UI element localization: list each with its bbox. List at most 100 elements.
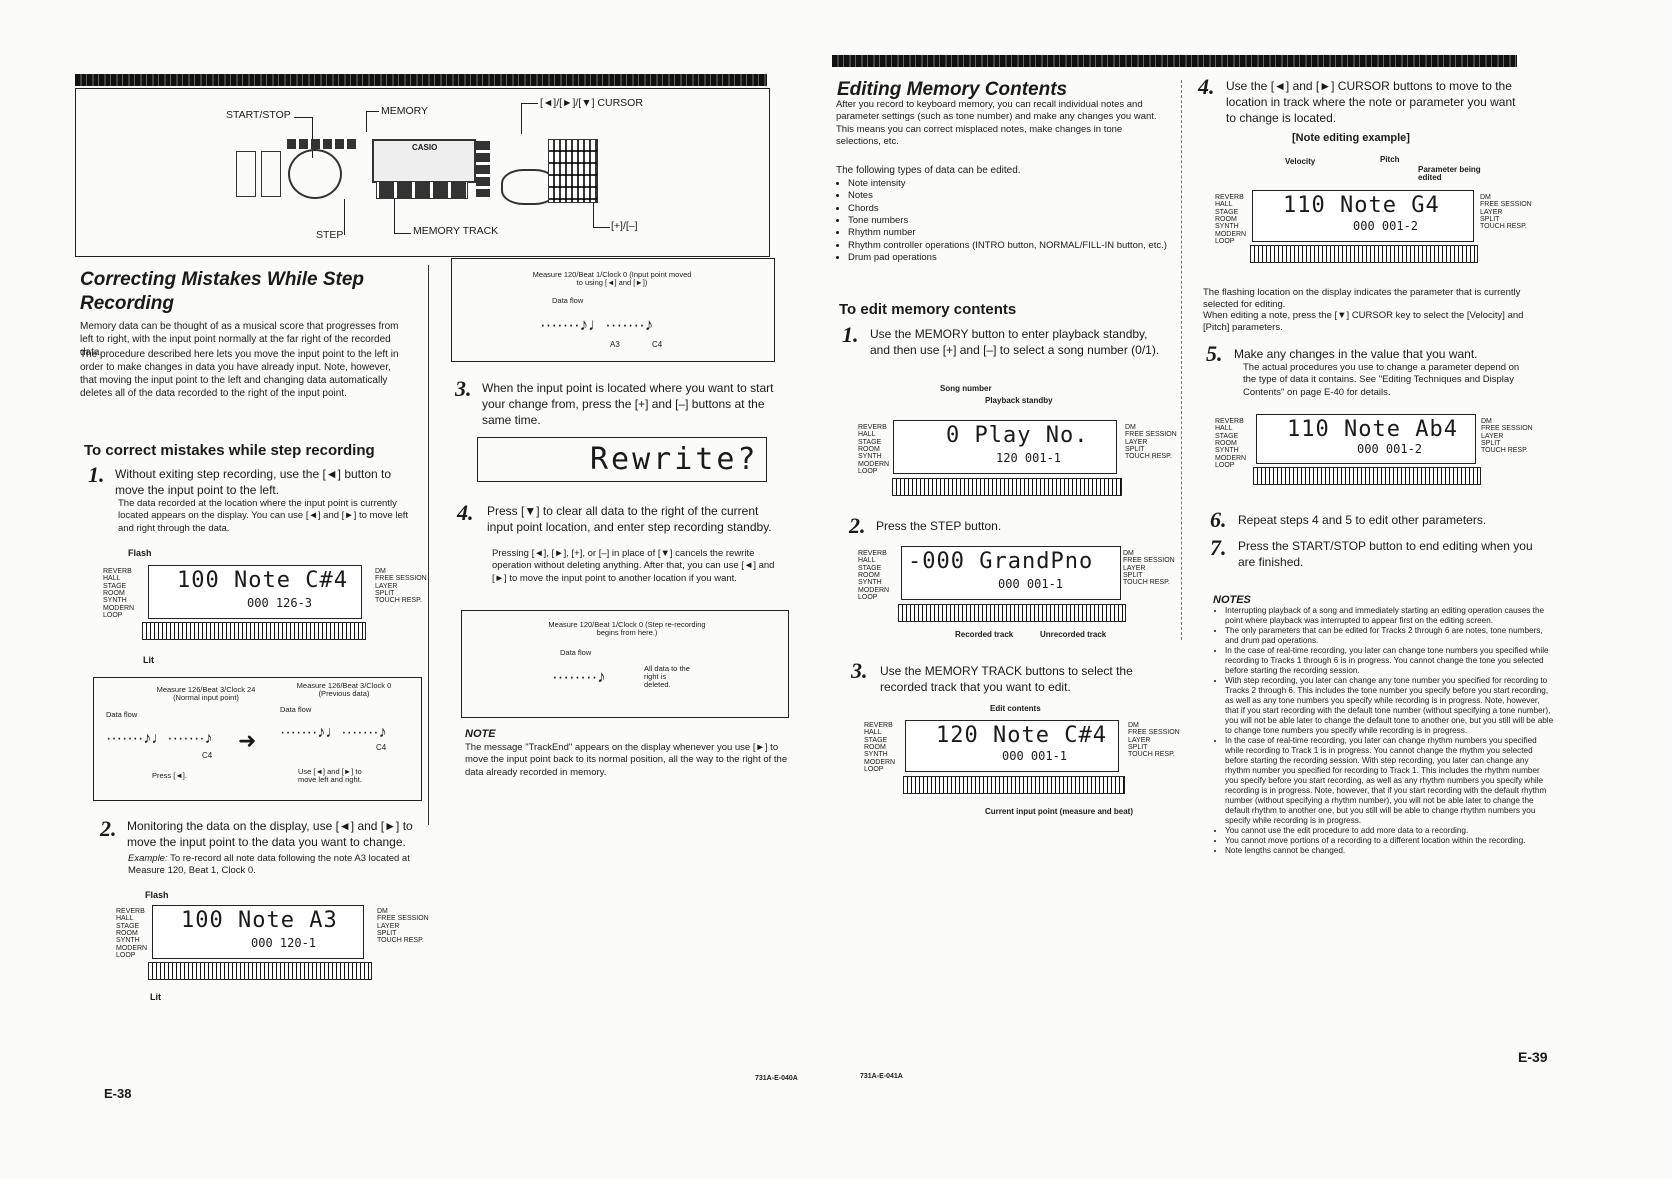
note-item: You cannot move portions of a recording … — [1225, 836, 1555, 846]
number-keypad — [548, 139, 598, 203]
button-row — [287, 139, 357, 149]
edit-contents-label: Edit contents — [990, 704, 1041, 713]
editable-type-item: Note intensity — [848, 178, 1168, 190]
step-number: 3. — [851, 658, 868, 683]
lcd-display: -000 GrandPno 000 001-1 — [901, 546, 1121, 600]
edit-step-5-text: Make any changes in the value that you w… — [1234, 347, 1478, 361]
intro-paragraph-1: Memory data can be thought of as a music… — [80, 321, 399, 358]
unrecorded-track-label: Unrecorded track — [1040, 630, 1107, 639]
notes-heading: NOTES — [1213, 594, 1251, 606]
note-item: In the case of real-time recording, you … — [1225, 646, 1555, 676]
a3-label: A3 — [610, 340, 620, 349]
subheading-edit-memory: To edit memory contents — [839, 301, 1017, 318]
example-title: [Note editing example] — [1292, 132, 1410, 144]
header-band-right — [832, 55, 1517, 67]
leader-line — [593, 199, 610, 228]
editable-type-item: Drum pad operations — [848, 252, 1168, 264]
example-body: To re-record all note data following the… — [128, 853, 410, 877]
flash-explanation: The flashing location on the display ind… — [1203, 287, 1521, 311]
column-divider — [1181, 80, 1182, 640]
page-number-left: E-38 — [104, 1086, 132, 1101]
lcd-main-text: 100 Note C#4 — [177, 568, 348, 593]
diagram-left-title: Measure 126/Beat 3/Clock 24 (Normal inpu… — [156, 685, 256, 702]
note-sequence: ········♪ — [552, 667, 606, 686]
edit-step-4-text: Use the [◄] and [►] CURSOR buttons to mo… — [1226, 79, 1516, 126]
leader-line — [294, 117, 313, 158]
lcd-main-text: 120 Note C#4 — [936, 723, 1107, 748]
editable-type-item: Chords — [848, 203, 1168, 215]
note-item: With step recording, you later can chang… — [1225, 676, 1555, 736]
lcd-sub-text: 120 001-1 — [996, 451, 1062, 465]
footer-code-right: 731A-E-041A — [860, 1073, 903, 1080]
parameter-label: Parameter being edited — [1418, 165, 1481, 183]
edit-step-1-text: Use the MEMORY button to enter playback … — [870, 327, 1160, 358]
note-sequence: ·······♪♩·······♪ — [280, 724, 387, 741]
label-memory: MEMORY — [381, 105, 429, 117]
step-number: 1. — [842, 322, 859, 347]
section-title-editing: Editing Memory Contents — [837, 79, 1068, 100]
subheading-correct-mistakes: To correct mistakes while step recording — [84, 442, 375, 459]
keyboard-graphic — [148, 962, 372, 980]
edit-step-2-text: Press the STEP button. — [876, 519, 1002, 533]
deleted-label: All data to the right is deleted. — [644, 664, 690, 689]
rewrite-text: Rewrite? — [590, 442, 759, 477]
editing-intro: After you record to keyboard memory, you… — [836, 99, 1157, 148]
playback-standby-label: Playback standby — [985, 396, 1053, 405]
input-point-diagram: Measure 120/Beat 1/Clock 0 (Input point … — [451, 258, 775, 362]
side-buttons — [476, 141, 490, 197]
step-number: 7. — [1210, 535, 1227, 560]
diagram-right-title: Measure 126/Beat 3/Clock 0 (Previous dat… — [296, 681, 392, 698]
recorded-track-label: Recorded track — [955, 630, 1014, 639]
label-memory-track: MEMORY TRACK — [413, 225, 499, 237]
keyboard-graphic — [898, 604, 1126, 622]
lcd-main-text: 0 Play No. — [946, 423, 1089, 448]
rewrite-lcd: Rewrite? — [477, 437, 767, 482]
press-left-label: Press [◄]. — [152, 771, 187, 780]
keyboard-graphic — [892, 478, 1122, 496]
note-item: Note lengths cannot be changed. — [1225, 846, 1555, 856]
step-number: 4. — [457, 500, 474, 525]
note-item: You cannot use the edit procedure to add… — [1225, 826, 1555, 836]
edit-step-6-text: Repeat steps 4 and 5 to edit other param… — [1238, 513, 1487, 527]
keyboard-graphic — [1250, 245, 1478, 263]
data-flow-label: Data flow — [106, 710, 138, 719]
velocity-label: Velocity — [1285, 157, 1316, 166]
lcd-main-text: 100 Note A3 — [181, 908, 338, 933]
lcd-sub-text: 000 001-2 — [1353, 219, 1419, 233]
lcd-display: 0 Play No. 120 001-1 — [893, 420, 1117, 474]
label-step: STEP — [316, 229, 344, 241]
c4-label: C4 — [202, 751, 213, 760]
flash-explanation-2: When editing a note, press the [▼] CURSO… — [1203, 310, 1524, 334]
use-keys-label: Use [◄] and [►] to move left and right. — [298, 767, 362, 784]
step-number: 5. — [1206, 341, 1223, 366]
edit-step-7-text: Press the START/STOP button to end editi… — [1238, 539, 1533, 570]
example-label: Example: — [128, 853, 168, 864]
arrow-icon: ➜ — [238, 728, 257, 753]
step-4-bullet: Pressing [◄], [►], [+], or [–] in place … — [492, 548, 775, 584]
song-number-label: Song number — [940, 384, 992, 393]
step-number: 3. — [455, 376, 472, 401]
step-2-text: Monitoring the data on the display, use … — [127, 819, 413, 850]
leader-line — [366, 111, 379, 132]
lit-label: Lit — [143, 655, 154, 665]
footer-code-left: 731A-E-040A — [755, 1075, 798, 1082]
step-1-text: Without exiting step recording, use the … — [115, 467, 392, 498]
flash-label: Flash — [128, 548, 152, 558]
c4-label: C4 — [376, 743, 387, 752]
lit-label: Lit — [150, 992, 161, 1002]
note-item: The only parameters that can be edited f… — [1225, 626, 1555, 646]
slider-control — [261, 151, 281, 197]
types-intro: The following types of data can be edite… — [836, 165, 1021, 176]
editable-type-item: Rhythm number — [848, 227, 1168, 239]
note-text: The message "TrackEnd" appears on the di… — [465, 742, 788, 778]
